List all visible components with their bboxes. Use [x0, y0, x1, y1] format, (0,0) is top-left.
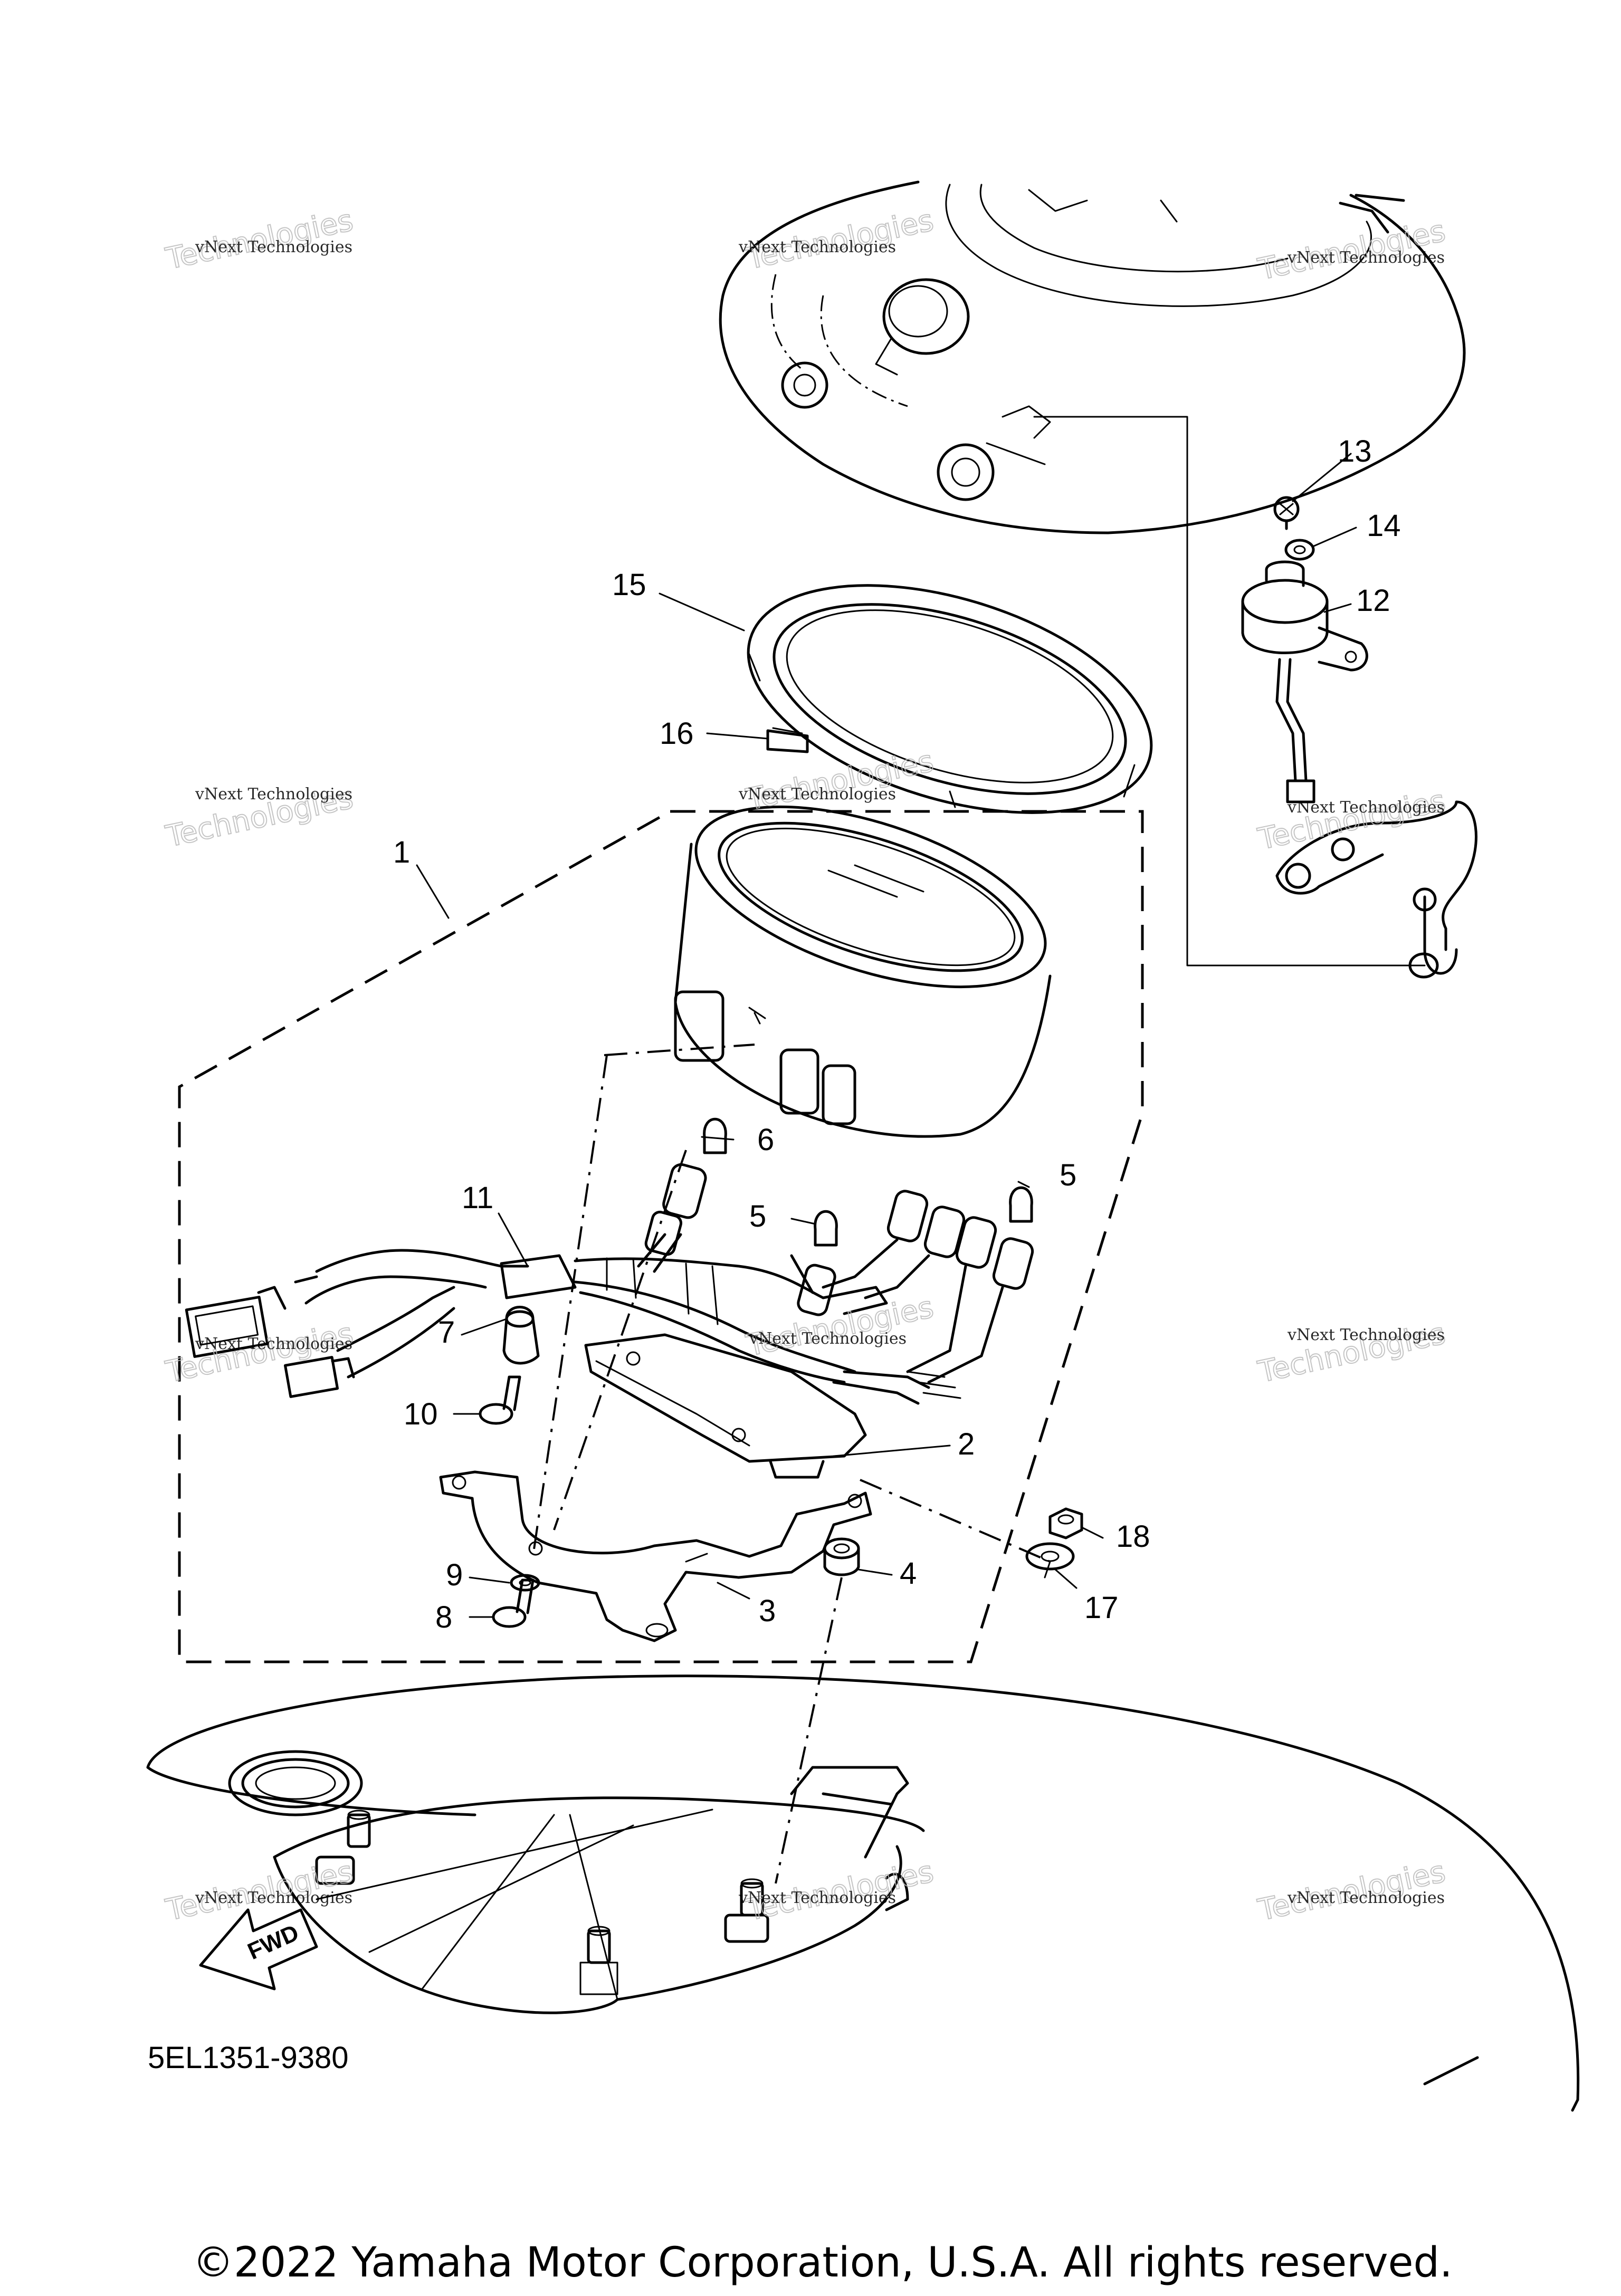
callout-3: 3: [759, 1594, 776, 1628]
diagram-code: 5EL1351-9380: [148, 2041, 349, 2075]
watermark-11: Technologies vNext Technologies: [738, 1854, 937, 1928]
callout-5-center: 5: [749, 1199, 766, 1233]
leader-lines: [416, 453, 1357, 1618]
watermark-4: Technologies vNext Technologies: [162, 780, 356, 855]
callout-numbers: 1 2 3 4 5 5 6 7 8 9 10 11 12 13 14 15 16…: [393, 434, 1401, 1634]
callout-15: 15: [612, 568, 646, 602]
screw-10: [479, 1375, 521, 1425]
callout-4: 4: [900, 1556, 917, 1591]
callout-7: 7: [438, 1315, 455, 1350]
meter-bracket: [439, 1470, 872, 1642]
watermark-5: Technologies vNext Technologies: [738, 743, 937, 818]
callout-8: 8: [435, 1600, 452, 1634]
bulbs-and-sockets: [644, 1117, 1034, 1316]
watermark-9: Technologies vNext Technologies: [1254, 1316, 1448, 1390]
callout-1: 1: [393, 835, 410, 869]
callout-16: 16: [660, 716, 694, 751]
callout-14: 14: [1367, 509, 1401, 543]
callout-13: 13: [1338, 434, 1372, 468]
watermarks: Technologies vNext Technologies Technolo…: [162, 203, 1448, 1928]
watermark-10: Technologies vNext Technologies: [162, 1854, 356, 1928]
switch-assembly: [1241, 496, 1368, 803]
nut-18: [1048, 1507, 1083, 1539]
wire-harness: [185, 1233, 1004, 1405]
svg-text:vNext Technologies: vNext Technologies: [738, 1889, 896, 1907]
washer-17: [1025, 1542, 1075, 1571]
watermark-7: Technologies vNext Technologies: [162, 1316, 356, 1390]
callout-2: 2: [958, 1427, 975, 1461]
watermark-8: Technologies vNext Technologies: [742, 1289, 937, 1364]
bezel-ring: [747, 584, 1153, 814]
svg-text:vNext Technologies: vNext Technologies: [195, 238, 352, 256]
meter-cover-housing: [719, 180, 1466, 534]
svg-text:vNext Technologies: vNext Technologies: [195, 1889, 352, 1907]
svg-text:vNext Technologies: vNext Technologies: [195, 1335, 352, 1353]
svg-text:Technologies: Technologies: [743, 744, 936, 817]
alignment-lines: [532, 1044, 1051, 1884]
svg-text:vNext Technologies: vNext Technologies: [1287, 1326, 1445, 1344]
watermark-3: Technologies vNext Technologies: [1254, 213, 1448, 288]
grommet: [823, 1537, 860, 1576]
clip: [766, 727, 809, 753]
callout-17: 17: [1084, 1591, 1119, 1625]
svg-text:vNext Technologies: vNext Technologies: [738, 238, 896, 256]
callout-5-right: 5: [1060, 1158, 1076, 1192]
mounting-bracket: [1275, 800, 1477, 979]
watermark-12: Technologies vNext Technologies: [1254, 1854, 1448, 1928]
svg-text:Technologies: Technologies: [743, 1290, 936, 1363]
clamp: [502, 1306, 540, 1365]
copyright-notice: ©2022 Yamaha Motor Corporation, U.S.A. A…: [193, 2239, 1453, 2287]
callout-12: 12: [1356, 583, 1390, 618]
leader-housing-bracket: [1033, 416, 1426, 967]
fwd-arrow: FWD: [199, 1908, 318, 1991]
callout-6: 6: [757, 1123, 774, 1157]
svg-text:vNext Technologies: vNext Technologies: [195, 785, 352, 803]
meter-plate: [584, 1333, 867, 1479]
svg-text:vNext Technologies: vNext Technologies: [1287, 798, 1445, 817]
callout-18: 18: [1116, 1519, 1150, 1554]
watermark-1: Technologies vNext Technologies: [162, 203, 356, 277]
svg-text:vNext Technologies: vNext Technologies: [738, 785, 896, 803]
callout-11: 11: [462, 1181, 493, 1215]
svg-text:vNext Technologies: vNext Technologies: [749, 1329, 907, 1348]
lower-cover: [146, 1675, 1580, 2112]
callout-9: 9: [446, 1558, 463, 1592]
meter-assembly-boundary: [178, 810, 1144, 1663]
svg-text:vNext Technologies: vNext Technologies: [1287, 1889, 1445, 1907]
callout-10: 10: [404, 1397, 438, 1431]
watermark-2: Technologies vNext Technologies: [738, 203, 937, 277]
svg-text:vNext Technologies: vNext Technologies: [1287, 248, 1445, 267]
meter-body: [674, 805, 1052, 1138]
